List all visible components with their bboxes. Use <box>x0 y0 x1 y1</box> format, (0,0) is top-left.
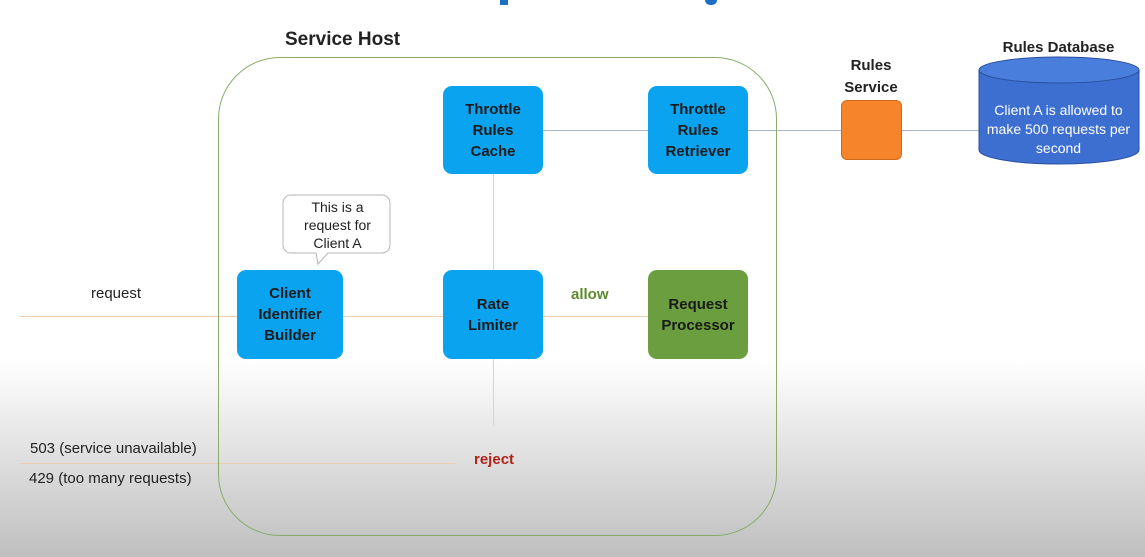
cache-to-retriever-line <box>543 130 648 131</box>
rules-database-label: Rules Database <box>1002 39 1115 56</box>
throttle-rules-cache[interactable]: Throttle Rules Cache <box>443 86 543 174</box>
service-host-label: Service Host <box>285 29 401 50</box>
response-429: 429 (too many requests) <box>29 470 192 487</box>
request-processor[interactable]: Request Processor <box>648 270 748 359</box>
builder-to-limiter-line <box>343 316 443 317</box>
limiter-reject-line <box>493 359 494 425</box>
rules-database-content: Client A is allowed to make 500 requests… <box>986 102 1131 156</box>
rules-service-label: Rules Service <box>844 57 898 96</box>
rules-service-box[interactable] <box>841 100 902 160</box>
reject-line <box>20 463 455 464</box>
speech-bubble-icon <box>282 194 391 266</box>
request-label: request <box>91 285 142 302</box>
callout-text: This is a request for Client A <box>304 199 371 251</box>
database-cylinder-icon <box>978 56 1140 165</box>
title-fragment <box>705 0 717 5</box>
client-identifier-builder[interactable]: Client Identifier Builder <box>237 270 343 359</box>
request-line <box>20 316 237 317</box>
response-503: 503 (service unavailable) <box>30 440 197 457</box>
allow-label: allow <box>571 286 609 303</box>
service-host-boundary <box>218 57 777 536</box>
reject-label: reject <box>474 451 515 468</box>
service-to-database-line <box>902 130 979 131</box>
throttle-rules-retriever[interactable]: Throttle Rules Retriever <box>648 86 748 174</box>
rate-limiter[interactable]: Rate Limiter <box>443 270 543 359</box>
limiter-to-processor-line <box>543 316 648 317</box>
cache-to-limiter-line <box>493 174 494 270</box>
retriever-to-service-line <box>748 130 841 131</box>
title-fragment <box>500 0 508 5</box>
